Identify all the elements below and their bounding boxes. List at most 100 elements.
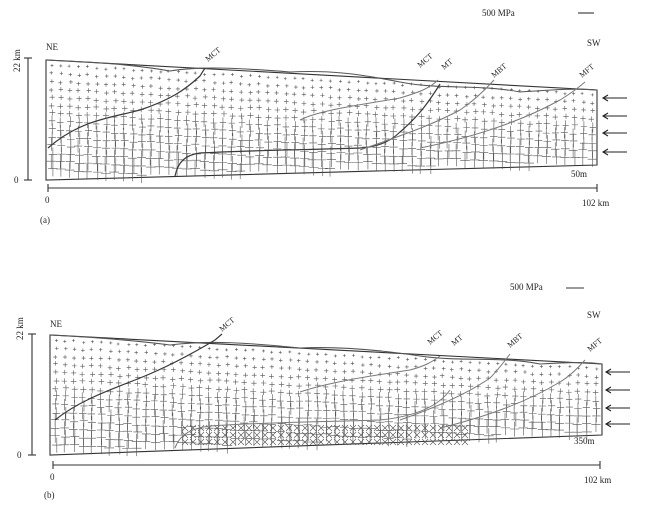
stress-cross-mark [398, 149, 407, 164]
stress-cross-mark [572, 92, 575, 95]
stress-cross-mark [334, 354, 337, 357]
stress-cross-mark [593, 396, 600, 406]
stress-cross-mark [89, 379, 95, 385]
stress-cross-mark [455, 116, 461, 122]
cross-hatch-mark [262, 425, 268, 431]
fault-label-mct: MCT [204, 45, 223, 63]
stress-cross-mark [350, 398, 357, 409]
stress-cross-mark [515, 155, 525, 171]
stress-cross-mark [240, 75, 243, 78]
stress-cross-mark [210, 147, 219, 161]
stress-cross-mark [189, 345, 192, 348]
stress-cross-mark [126, 373, 131, 378]
stress-cross-mark [543, 128, 550, 139]
stress-cross-mark [201, 111, 207, 117]
stress-cross-mark [132, 69, 135, 72]
stress-cross-mark [170, 383, 176, 389]
stress-cross-mark [293, 77, 296, 80]
cross-hatch-mark [246, 432, 252, 438]
push-arrow-icon [606, 369, 630, 375]
stress-cross-mark [196, 391, 202, 401]
stress-cross-mark [60, 72, 64, 76]
stress-cross-mark [202, 103, 207, 108]
stress-cross-mark [93, 141, 101, 154]
stress-cross-mark [111, 134, 119, 146]
stress-cross-mark [53, 355, 57, 359]
stress-cross-mark [177, 70, 180, 73]
cross-hatch-mark [342, 425, 348, 431]
stress-cross-mark [69, 423, 78, 437]
stress-cross-mark [268, 409, 276, 422]
stress-cross-mark [56, 154, 65, 169]
stress-cross-mark [552, 149, 561, 164]
cross-hatch-mark [382, 439, 388, 445]
stress-cross-mark [373, 98, 377, 102]
cross-hatch-mark [438, 439, 444, 445]
stress-cross-mark [336, 116, 342, 126]
stress-cross-mark [452, 151, 461, 166]
stress-cross-mark [378, 386, 384, 392]
stress-cross-mark [133, 425, 142, 439]
stress-cross-mark [566, 401, 573, 413]
stress-cross-mark [82, 356, 86, 360]
stress-cross-mark [590, 122, 596, 132]
stress-cross-mark [514, 364, 517, 367]
stress-cross-mark [471, 131, 478, 143]
stress-cross-mark [91, 340, 94, 343]
stress-cross-mark [332, 377, 337, 382]
stress-cross-mark [590, 102, 594, 106]
stress-cross-mark [432, 366, 436, 370]
stress-cross-mark [539, 372, 543, 376]
stress-cross-mark [117, 358, 121, 362]
stress-cross-mark [364, 89, 368, 93]
stress-cross-mark [368, 387, 374, 393]
stress-cross-mark [89, 387, 95, 393]
stress-cross-mark [301, 109, 306, 114]
stress-cross-mark [278, 417, 287, 431]
stress-cross-mark [221, 111, 227, 117]
stress-cross-mark [401, 91, 405, 95]
stress-cross-mark [117, 342, 120, 345]
stress-cross-mark [363, 154, 373, 169]
stress-cross-mark [439, 417, 448, 431]
stress-cross-mark [553, 107, 558, 112]
stress-cross-mark [464, 86, 467, 89]
stress-cross-mark [52, 386, 58, 392]
stress-cross-mark [286, 390, 292, 396]
stress-cross-mark [130, 100, 135, 105]
stress-cross-mark [146, 129, 153, 141]
stress-cross-mark [323, 389, 329, 399]
stress-cross-mark [434, 144, 443, 158]
stress-cross-mark [72, 386, 78, 392]
stress-cross-mark [460, 153, 469, 168]
stress-cross-mark [536, 126, 543, 137]
stress-cross-mark [67, 103, 73, 109]
stress-cross-mark [215, 406, 223, 418]
stress-cross-mark [353, 155, 362, 170]
stress-cross-mark [291, 129, 298, 141]
stress-cross-mark [164, 160, 174, 175]
push-arrow-icon [606, 405, 630, 411]
stress-cross-mark [246, 120, 253, 130]
stress-cross-mark [114, 74, 118, 78]
stress-cross-mark [497, 154, 507, 170]
stress-cross-mark [459, 383, 464, 388]
stress-cross-mark [184, 79, 188, 83]
stress-cross-mark [211, 87, 215, 91]
stress-cross-mark [84, 132, 92, 144]
stress-cross-mark [496, 362, 499, 365]
stress-cross-mark [124, 433, 133, 448]
stress-cross-mark [456, 419, 465, 433]
stress-cross-mark [57, 139, 65, 152]
stress-cross-mark [194, 102, 199, 107]
stress-cross-mark [153, 376, 158, 381]
stress-cross-mark [420, 417, 429, 431]
stress-cross-mark [481, 95, 485, 99]
cross-hatch-mark [278, 425, 284, 431]
stress-cross-mark [54, 378, 60, 384]
boundary-arrows [606, 369, 630, 427]
stress-cross-mark [429, 91, 433, 95]
stress-cross-mark [278, 411, 286, 424]
stress-cross-mark [531, 386, 536, 391]
stress-cross-mark [114, 432, 123, 447]
